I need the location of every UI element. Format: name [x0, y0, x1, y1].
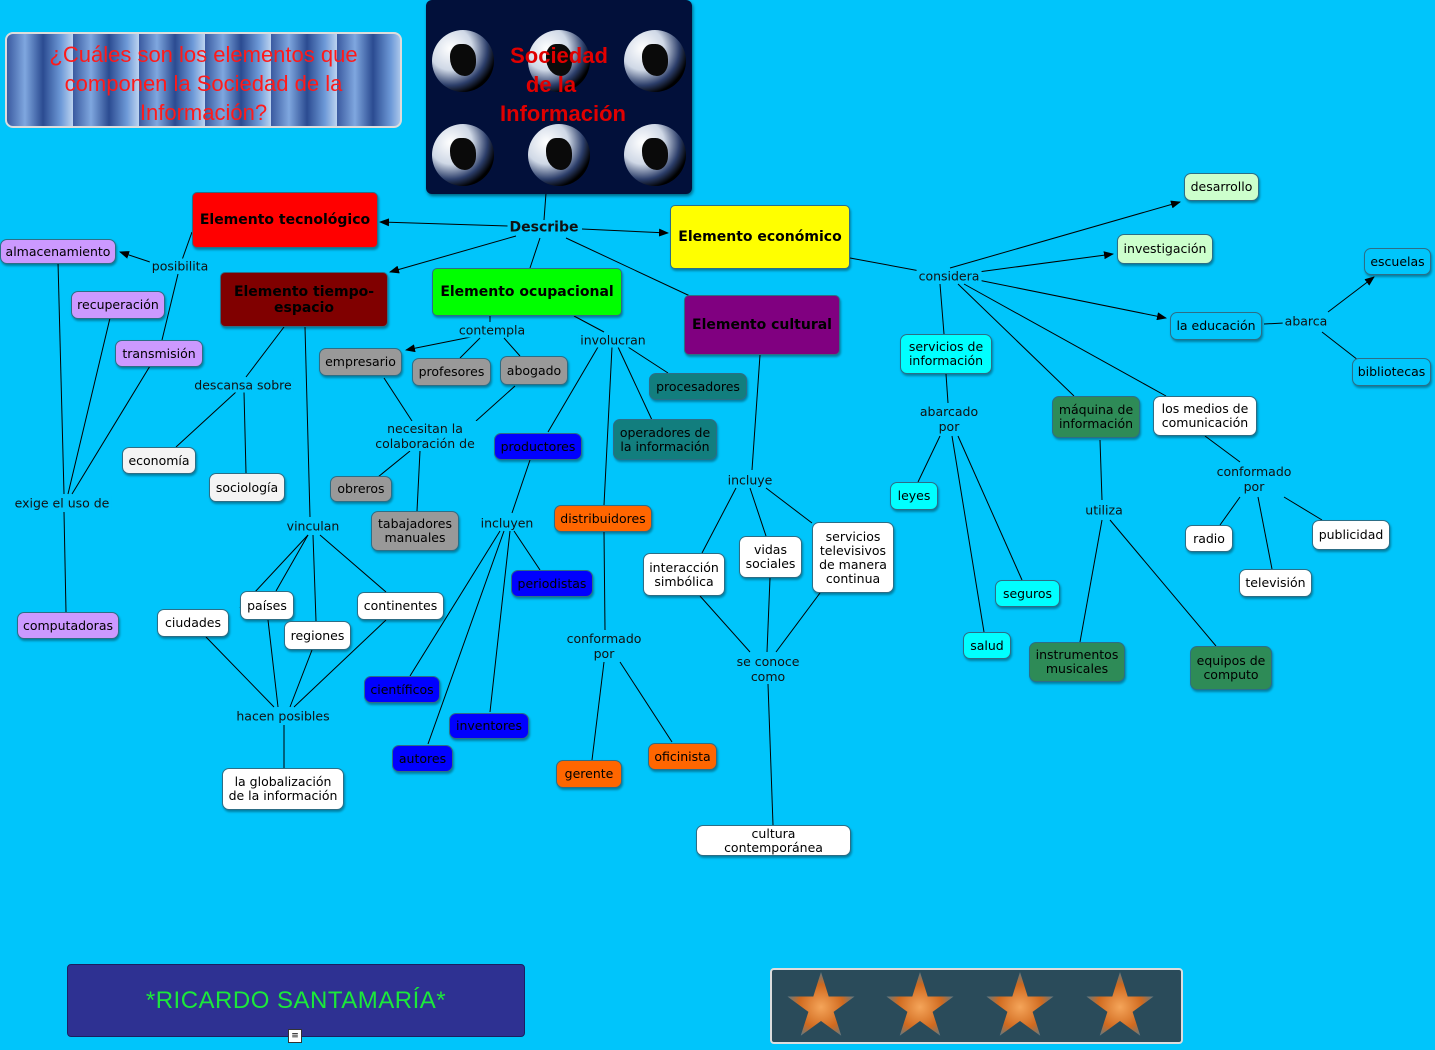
- globe-icon: [624, 124, 686, 186]
- node-procesadores[interactable]: procesadores: [649, 373, 747, 400]
- node-sociologia[interactable]: sociología: [209, 473, 285, 502]
- node-autores[interactable]: autores: [392, 745, 453, 772]
- node-la-educacion[interactable]: la educación: [1170, 312, 1262, 340]
- node-ciudades[interactable]: ciudades: [157, 609, 229, 637]
- node-television[interactable]: televisión: [1239, 569, 1312, 597]
- star-graphic: [787, 972, 855, 1036]
- globe-icon: [528, 30, 590, 92]
- node-recuperacion[interactable]: recuperación: [71, 291, 165, 319]
- node-instrumentos-musicales[interactable]: instrumentos musicales: [1029, 642, 1125, 682]
- node-servicios-televisivos[interactable]: servicios televisivos de manera continua: [812, 522, 894, 593]
- node-distribuidores[interactable]: distribuidores: [554, 505, 652, 532]
- node-equipos-computo[interactable]: equipos de computo: [1190, 646, 1272, 690]
- node-bibliotecas[interactable]: bibliotecas: [1352, 358, 1431, 386]
- node-obreros[interactable]: obreros: [330, 476, 392, 502]
- node-paises[interactable]: países: [240, 591, 294, 620]
- star-graphic: [1086, 972, 1154, 1036]
- node-elemento-economico[interactable]: Elemento económico: [670, 205, 850, 269]
- link-exige-el-uso-de: exige el uso de: [12, 495, 112, 511]
- node-radio[interactable]: radio: [1185, 525, 1233, 552]
- node-publicidad[interactable]: publicidad: [1312, 520, 1390, 550]
- link-abarca: abarca: [1282, 313, 1330, 329]
- node-empresario[interactable]: empresario: [319, 348, 402, 376]
- node-escuelas[interactable]: escuelas: [1364, 248, 1431, 275]
- link-considera: considera: [916, 268, 982, 284]
- node-investigacion[interactable]: investigación: [1117, 234, 1213, 264]
- link-contempla: contempla: [456, 322, 528, 338]
- link-incluyen: incluyen: [478, 515, 536, 531]
- node-salud[interactable]: salud: [963, 632, 1011, 659]
- link-descansa-sobre: descansa sobre: [192, 377, 294, 393]
- node-operadores[interactable]: operadores de la información: [613, 419, 717, 460]
- link-conformado-por-medios: conformado por: [1212, 464, 1296, 494]
- sociedad-informacion-logo: Sociedad de la Información: [426, 0, 692, 194]
- link-necesitan-colaboracion: necesitan la colaboración de: [371, 421, 479, 451]
- node-computadoras[interactable]: computadoras: [17, 612, 119, 639]
- link-involucran: involucran: [578, 332, 648, 348]
- link-posibilita: posibilita: [149, 258, 211, 274]
- star-graphic: [886, 972, 954, 1036]
- globe-icon: [432, 30, 494, 92]
- node-productores[interactable]: productores: [494, 433, 582, 460]
- node-elemento-ocupacional[interactable]: Elemento ocupacional: [432, 268, 622, 316]
- link-utiliza: utiliza: [1083, 502, 1125, 518]
- title-question-banner: ¿Cuáles son los elementos que componen l…: [5, 32, 402, 128]
- notes-icon[interactable]: ≡: [288, 1029, 302, 1043]
- node-oficinista[interactable]: oficinista: [648, 743, 717, 770]
- node-interaccion-simbolica[interactable]: interacción simbólica: [643, 553, 725, 596]
- node-gerente[interactable]: gerente: [556, 760, 622, 788]
- logo-title-line-2: de la: [525, 72, 577, 97]
- node-maquina-informacion[interactable]: máquina de información: [1052, 396, 1140, 438]
- link-abarcado-por: abarcado por: [914, 404, 984, 434]
- link-incluye: incluye: [725, 472, 775, 488]
- decorative-star-banner: [770, 968, 1183, 1044]
- node-leyes[interactable]: leyes: [890, 482, 938, 510]
- link-se-conoce-como: se conoce como: [731, 654, 805, 684]
- node-cientificos[interactable]: científicos: [364, 676, 440, 703]
- node-elemento-tecnologico[interactable]: Elemento tecnológico: [192, 192, 378, 248]
- logo-title-line-3: Información: [500, 101, 626, 126]
- node-abogado[interactable]: abogado: [500, 356, 568, 385]
- node-cultura-contemporanea[interactable]: cultura contemporánea: [696, 825, 851, 856]
- node-transmision[interactable]: transmisión: [115, 340, 203, 367]
- star-graphic: [986, 972, 1054, 1036]
- node-regiones[interactable]: regiones: [284, 621, 351, 650]
- node-servicios-informacion[interactable]: servicios de información: [900, 334, 992, 374]
- title-question: ¿Cuáles son los elementos que componen l…: [49, 42, 358, 125]
- link-conformado-por-ocupacional: conformado por: [562, 631, 646, 661]
- author-name: *RICARDO SANTAMARÍA*: [145, 986, 447, 1014]
- node-elemento-tiempo-espacio[interactable]: Elemento tiempo-espacio: [220, 272, 388, 327]
- globe-icon: [624, 30, 686, 92]
- link-vinculan: vinculan: [284, 518, 342, 534]
- node-economia[interactable]: economía: [122, 447, 196, 474]
- node-almacenamiento[interactable]: almacenamiento: [0, 239, 116, 264]
- globe-icon: [528, 124, 590, 186]
- node-vidas-sociales[interactable]: vidas sociales: [739, 536, 802, 578]
- link-hacen-posibles: hacen posibles: [234, 708, 332, 724]
- node-profesores[interactable]: profesores: [412, 358, 491, 386]
- node-trabajadores-manuales[interactable]: tabajadores manuales: [371, 511, 459, 551]
- node-continentes[interactable]: continentes: [357, 592, 444, 620]
- globe-icon: [432, 124, 494, 186]
- node-periodistas[interactable]: periodistas: [511, 570, 593, 597]
- node-elemento-cultural[interactable]: Elemento cultural: [684, 295, 840, 355]
- author-banner: *RICARDO SANTAMARÍA*: [67, 964, 525, 1037]
- link-describe: Describe: [507, 219, 581, 236]
- node-medios-comunicacion[interactable]: los medios de comunicación: [1153, 396, 1257, 436]
- node-seguros[interactable]: seguros: [995, 580, 1060, 607]
- logo-title-line-1: Sociedad: [510, 43, 608, 68]
- node-inventores[interactable]: inventores: [449, 713, 529, 739]
- node-globalizacion[interactable]: la globalización de la información: [222, 768, 344, 810]
- node-desarrollo[interactable]: desarrollo: [1184, 173, 1259, 201]
